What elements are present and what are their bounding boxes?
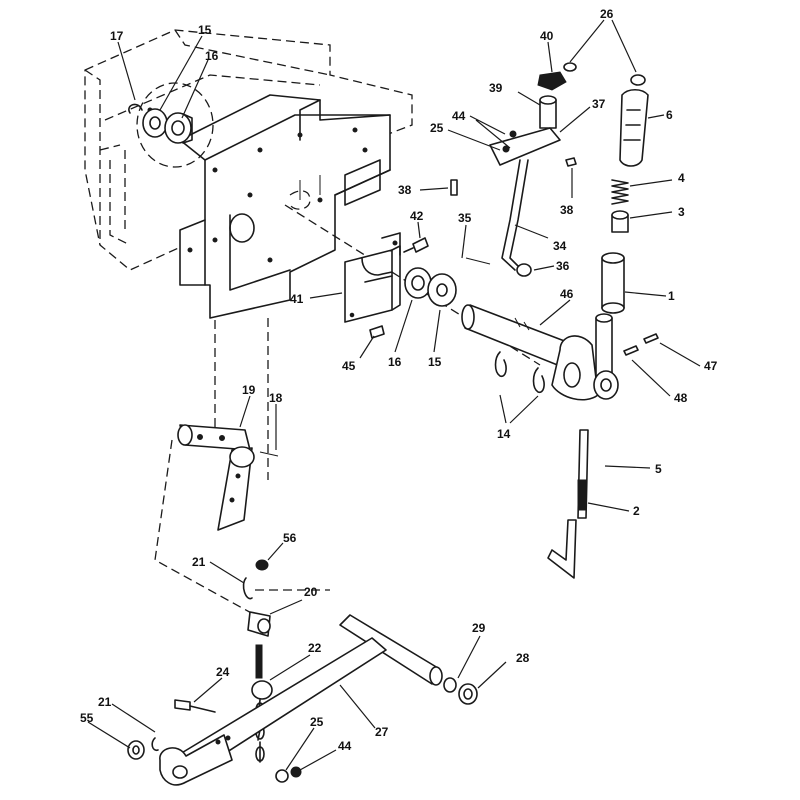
callout-46: 46: [560, 287, 574, 301]
callout-22: 22: [308, 641, 322, 655]
callout-38: 38: [398, 183, 412, 197]
callout-39: 39: [489, 81, 503, 95]
handle-grip-6: [619, 88, 649, 167]
bushing-3: [611, 210, 629, 233]
bushing-16: [404, 267, 432, 299]
cap-26: [563, 62, 646, 86]
spring-4: [611, 179, 629, 205]
callout-6: 6: [666, 108, 673, 122]
callout-21: 21: [98, 695, 112, 709]
callout-41: 41: [290, 292, 304, 306]
lift-arm-19: [177, 424, 279, 531]
callout-20: 20: [304, 585, 318, 599]
callout-21: 21: [192, 555, 206, 569]
callout-40: 40: [540, 29, 554, 43]
callout-35: 35: [458, 211, 472, 225]
callout-29: 29: [472, 621, 486, 635]
callout-5: 5: [655, 462, 662, 476]
callout-24: 24: [216, 665, 230, 679]
plate-37: [489, 127, 561, 166]
leader-lines: [87, 19, 701, 771]
hardware-bottom: [127, 737, 302, 783]
callout-1: 1: [668, 289, 675, 303]
sleeve-39: [539, 95, 557, 129]
callout-27: 27: [375, 725, 389, 739]
callout-16: 16: [388, 355, 402, 369]
callout-3: 3: [678, 205, 685, 219]
callout-36: 36: [556, 259, 570, 273]
callout-2: 2: [633, 504, 640, 518]
callout-25: 25: [310, 715, 324, 729]
callout-15: 15: [428, 355, 442, 369]
callout-4: 4: [678, 171, 685, 185]
bolt-45: [369, 325, 385, 339]
callout-17: 17: [110, 29, 124, 43]
callout-15: 15: [198, 23, 212, 37]
pins-47-48: [623, 333, 659, 356]
callout-19: 19: [242, 383, 256, 397]
callout-44: 44: [338, 739, 352, 753]
callout-18: 18: [269, 391, 283, 405]
callout-42: 42: [410, 209, 424, 223]
callout-45: 45: [342, 359, 356, 373]
hairpin-clips-14: [494, 351, 545, 394]
bolt-42: [403, 237, 429, 253]
alignment-lines: [154, 204, 541, 616]
callout-38: 38: [560, 203, 574, 217]
callout-labels: 17 15 16 26 40 39 37 44 25 6 4 3 38 38 4…: [80, 7, 718, 753]
callout-28: 28: [516, 651, 530, 665]
washer-15: [427, 273, 457, 307]
callout-37: 37: [592, 97, 606, 111]
handle-tube-1: [601, 252, 625, 314]
callout-44: 44: [452, 109, 466, 123]
callout-26: 26: [600, 7, 614, 21]
callout-55: 55: [80, 711, 94, 725]
callout-16: 16: [205, 49, 219, 63]
callout-25: 25: [430, 121, 444, 135]
washers-28-29: [443, 677, 478, 705]
callout-56: 56: [283, 531, 297, 545]
callout-48: 48: [674, 391, 688, 405]
callout-47: 47: [704, 359, 718, 373]
callout-14: 14: [497, 427, 511, 441]
nut-36: [465, 257, 532, 277]
rod-34: [501, 159, 529, 271]
bolts-38: [450, 157, 577, 196]
rockshaft-27: [159, 614, 443, 786]
adjust-knob-40: [537, 71, 567, 91]
lift-shaft: [461, 304, 619, 401]
callout-34: 34: [553, 239, 567, 253]
lift-rod-2: [547, 429, 589, 579]
mounting-bracket: [344, 232, 401, 323]
